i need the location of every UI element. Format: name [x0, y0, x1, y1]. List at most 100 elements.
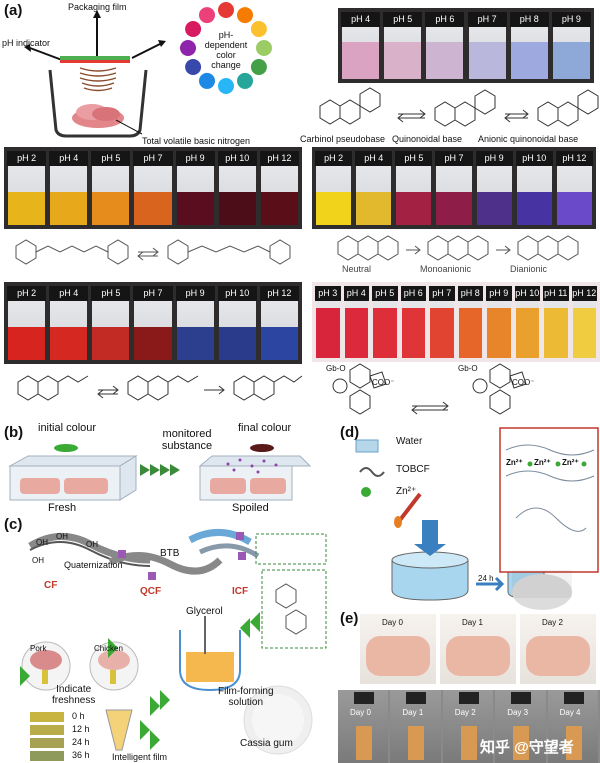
vial-liquid	[373, 307, 397, 358]
day-label: Day 1	[402, 708, 424, 717]
spoiled-label: Spoiled	[232, 502, 269, 514]
panel-c-label: (c)	[4, 516, 23, 533]
color-dot	[250, 59, 267, 75]
betalain-structures	[332, 363, 527, 415]
vial: pH 12	[571, 286, 597, 358]
quinonoidal-label: Quinonoidal base	[392, 134, 463, 144]
vial-liquid	[176, 191, 214, 225]
vial-liquid	[260, 191, 298, 225]
carbinol-label: Carbinol pseudobase	[300, 134, 386, 144]
vial-liquid	[92, 191, 130, 225]
vial-ph-label: pH 7	[133, 286, 173, 301]
watermark: 知乎 @守望者	[480, 739, 574, 756]
vial-liquid	[176, 326, 214, 360]
film-forming-line: Film-forming	[218, 686, 274, 697]
zn-mark: Zn²⁺	[506, 458, 523, 467]
vial-ph-label: pH 9	[486, 286, 512, 301]
tvbn-label: Total volatile basic nitrogen	[142, 136, 251, 146]
vial: pH 4	[343, 286, 369, 358]
vial: pH 11	[543, 286, 569, 358]
color-change-text: pH- dependent color change	[201, 30, 251, 70]
vial-ph-label: pH 4	[343, 286, 369, 301]
vial: pH 6	[425, 12, 465, 79]
vial-liquid	[556, 191, 592, 225]
vial-liquid	[344, 307, 368, 358]
shikonin-structures	[17, 375, 303, 401]
vial: pH 12	[259, 286, 299, 360]
vial-liquid	[476, 191, 512, 225]
fresh-label: Fresh	[48, 502, 77, 514]
tobcf-legend: TOBCF	[396, 464, 430, 475]
cassia-gum-label: Cassia gum	[240, 738, 293, 749]
initial-colour-label: initial colour	[38, 422, 97, 434]
color-change-line: dependent	[204, 40, 248, 50]
final-dot	[250, 444, 274, 452]
vial-ph-label: pH 9	[475, 151, 513, 166]
film-forming-label: Film-forming solution	[218, 686, 274, 708]
vial: pH 7	[435, 151, 473, 225]
color-change-line: change	[211, 60, 241, 70]
vial: pH 5	[383, 12, 423, 79]
vial: pH 8	[509, 12, 549, 79]
vial-ph-label: pH 6	[425, 12, 465, 27]
monitored-substance-label: monitored substance	[152, 428, 222, 452]
vial-sample	[513, 726, 530, 760]
vial: pH 8	[457, 286, 483, 358]
day-label: Day 2	[454, 708, 476, 717]
vial-ph-label: pH 8	[457, 286, 483, 301]
color-dot	[237, 7, 253, 24]
vial-liquid	[260, 326, 298, 360]
chicken-photo: Day 2	[520, 614, 596, 684]
icf-label: ICF	[232, 586, 249, 597]
vial-liquid	[510, 42, 548, 79]
vial-sample	[565, 726, 582, 760]
color-dot	[185, 59, 202, 75]
anionic-quinonoidal-label: Anionic quinonoidal base	[478, 134, 579, 144]
vial-liquid	[468, 42, 506, 79]
glycerol-label: Glycerol	[186, 606, 223, 617]
vial-sample	[408, 726, 425, 760]
vial-cap	[563, 692, 584, 704]
freshness-swatch	[30, 738, 64, 748]
vial: pH 7	[133, 286, 173, 360]
panel-b-label: (b)	[4, 424, 24, 441]
time-label: 24 h	[478, 574, 494, 583]
day-label: Day 1	[462, 618, 483, 627]
vial-liquid	[515, 307, 539, 358]
vial-liquid	[516, 191, 552, 225]
vial-liquid	[384, 42, 422, 79]
vial-ph-label: pH 10	[217, 151, 257, 166]
film-forming-line: solution	[228, 697, 264, 708]
chicken-day-photos: Day 0 Day 1 Day 2	[360, 608, 600, 686]
chicken-photo: Day 0	[360, 614, 436, 684]
vial-liquid	[316, 307, 340, 358]
vial: pH 2	[7, 151, 47, 225]
vial-ph-label: pH 11	[543, 286, 569, 301]
chicken-label: Chicken	[94, 644, 123, 653]
vial: pH 4	[355, 151, 393, 225]
vial: pH 6	[400, 286, 426, 358]
intelligent-film-label: Intelligent film	[112, 752, 168, 762]
vial: pH 10	[217, 286, 257, 360]
vial-photo: Day 1	[390, 690, 441, 763]
color-dot	[250, 21, 267, 37]
anthocyanin-structures	[319, 87, 599, 127]
vial-liquid	[8, 326, 46, 360]
vial: pH 10	[514, 286, 540, 358]
vial-ph-label: pH 5	[372, 286, 398, 301]
vial-liquid	[436, 191, 472, 225]
freshness-swatch	[30, 751, 64, 761]
hydrogel-scheme	[355, 427, 599, 610]
vial-ph-label: pH 4	[341, 12, 381, 27]
vial: pH 9	[551, 12, 591, 79]
vial: pH 2	[7, 286, 47, 360]
vial-ph-label: pH 7	[133, 151, 173, 166]
vial: pH 9	[175, 286, 215, 360]
vial: pH 5	[395, 151, 433, 225]
color-dot	[218, 78, 234, 94]
